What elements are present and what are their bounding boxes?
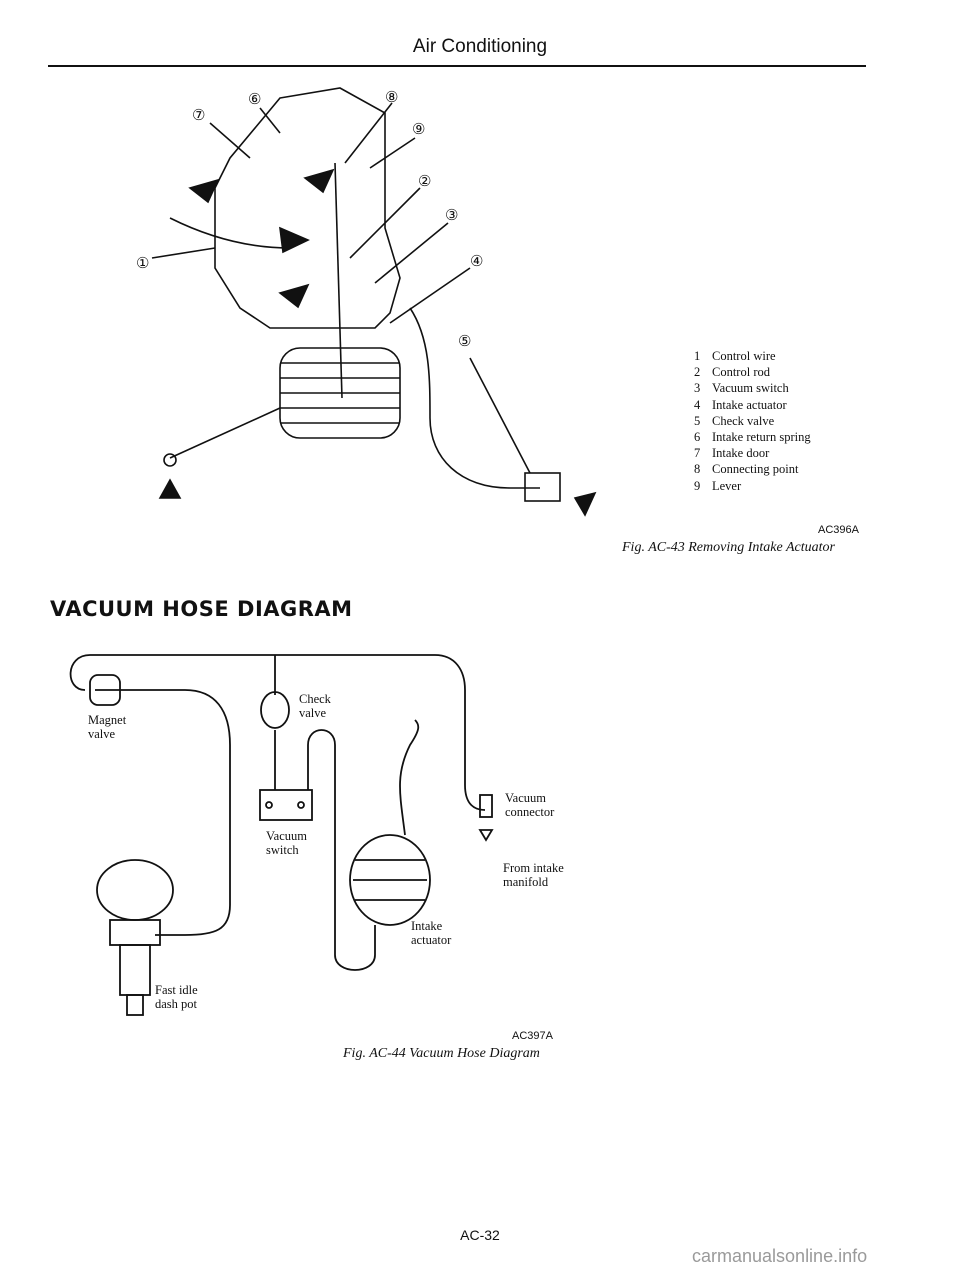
figure-caption: Fig. AC-44 Vacuum Hose Diagram — [343, 1046, 540, 1061]
intake-actuator-illustration: ⑦ ⑥ ⑧ ⑨ ② ③ ④ ⑤ ① — [136, 87, 597, 517]
section-heading: VACUUM HOSE DIAGRAM — [50, 597, 353, 621]
callout-9: ⑨ — [412, 120, 425, 138]
header-rule — [48, 65, 866, 67]
callout-8: ⑧ — [385, 88, 398, 106]
legend-number: 9 — [694, 478, 701, 493]
parts-legend: 1 Control wire 2 Control rod 3 Vacuum switc… — [694, 348, 811, 494]
legend-row: 5 Check valve — [694, 413, 811, 429]
legend-row: 7 Intake door — [694, 445, 811, 461]
label-vacuum-switch: Vacuum switch — [266, 829, 307, 857]
legend-row: 9 Lever — [694, 478, 811, 494]
legend-label: Check valve — [712, 413, 775, 428]
legend-number: 2 — [694, 365, 701, 380]
legend-label: Control rod — [712, 365, 770, 380]
callout-3: ③ — [445, 206, 458, 224]
label-intake-actuator: Intake actuator — [411, 919, 452, 947]
legend-number: 8 — [694, 462, 701, 477]
legend-number: 6 — [694, 430, 701, 445]
legend-label: Connecting point — [712, 462, 799, 477]
figure-code: AC396A — [818, 524, 859, 536]
watermark: carmanualsonline.info — [692, 1246, 868, 1266]
legend-label: Lever — [712, 478, 742, 493]
label-from-intake-manifold: From intake manifold — [503, 861, 564, 889]
label-vacuum-connector: Vacuum connector — [505, 791, 555, 819]
page-header-title: Air Conditioning — [412, 36, 548, 57]
legend-label: Intake return spring — [712, 430, 811, 445]
legend-row: 8 Connecting point — [694, 461, 811, 477]
page-number: AC-32 — [460, 1227, 500, 1243]
legend-number: 4 — [694, 397, 701, 412]
figure-caption: Fig. AC-43 Removing Intake Actuator — [622, 540, 835, 555]
legend-row: 3 Vacuum switch — [694, 380, 811, 396]
callout-4: ④ — [470, 252, 483, 270]
label-magnet-valve: Magnet valve — [88, 713, 127, 741]
legend-label: Intake door — [712, 446, 770, 461]
callout-2: ② — [418, 172, 431, 190]
vacuum-hose-diagram — [69, 654, 494, 1016]
legend-row: 6 Intake return spring — [694, 429, 811, 445]
legend-row: 1 Control wire — [694, 348, 811, 364]
callout-7: ⑦ — [192, 106, 205, 124]
callout-5: ⑤ — [458, 332, 471, 350]
legend-number: 3 — [694, 381, 701, 396]
legend-label: Intake actuator — [712, 397, 787, 412]
legend-number: 7 — [694, 446, 701, 461]
legend-row: 4 Intake actuator — [694, 397, 811, 413]
legend-label: Vacuum switch — [712, 381, 789, 396]
label-fast-idle-dash-pot: Fast idle dash pot — [155, 983, 198, 1011]
callout-1: ① — [136, 254, 149, 272]
legend-row: 2 Control rod — [694, 364, 811, 380]
callout-6: ⑥ — [248, 90, 261, 108]
label-check-valve: Check valve — [299, 692, 331, 720]
legend-number: 1 — [694, 349, 701, 363]
legend-label: Control wire — [712, 349, 776, 363]
legend-number: 5 — [694, 413, 701, 428]
figure-code: AC397A — [512, 1030, 553, 1042]
